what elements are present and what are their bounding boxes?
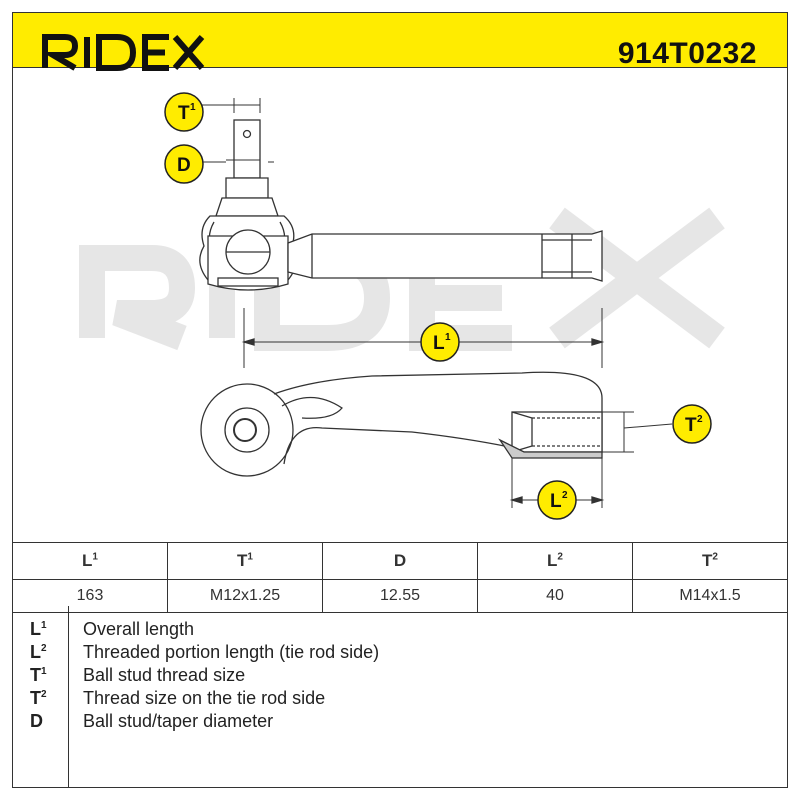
- spec-value-t2: M14x1.5: [632, 579, 788, 613]
- top-view: [192, 98, 603, 291]
- callout-d-letter: D: [177, 155, 191, 176]
- header-bar: 914T0232: [12, 12, 788, 71]
- legend-symbol: D: [30, 711, 43, 731]
- side-view: [200, 308, 673, 508]
- spec-value-row: 163 M12x1.25 12.55 40 M14x1.5: [12, 579, 788, 613]
- spec-header-l1: L1: [12, 542, 168, 580]
- part-number: 914T0232: [617, 37, 757, 70]
- callout-t2-index: 2: [697, 414, 703, 425]
- callout-t1: T 1: [164, 92, 204, 132]
- legend-divider: [68, 606, 70, 788]
- legend-symbol: L2: [30, 642, 47, 662]
- legend-text: Thread size on the tie rod side: [83, 688, 326, 708]
- legend: L1 Overall length L2 Threaded portion le…: [12, 606, 788, 788]
- tie-rod-end-drawing: T 1 D L 1 T 2 L 2: [79, 92, 725, 520]
- legend-text: Overall length: [83, 619, 195, 639]
- legend-item: L1 Overall length: [12, 619, 788, 642]
- callout-d: D: [164, 144, 204, 184]
- callout-l1-letter: L: [433, 333, 445, 354]
- legend-symbol: T2: [30, 688, 47, 708]
- callout-l2: L 2: [537, 480, 577, 520]
- callout-l2-index: 2: [562, 490, 568, 501]
- spec-value-t1: M12x1.25: [167, 579, 323, 613]
- legend-text: Threaded portion length (tie rod side): [83, 642, 380, 662]
- legend-item: T2 Thread size on the tie rod side: [12, 688, 788, 711]
- spec-value-l2: 40: [477, 579, 633, 613]
- legend-text: Ball stud/taper diameter: [83, 711, 274, 731]
- spec-header-row: L1 T1 D L2 T2: [12, 542, 788, 580]
- legend-item: D Ball stud/taper diameter: [12, 711, 788, 734]
- spec-value-d: 12.55: [322, 579, 478, 613]
- callout-t1-letter: T: [178, 103, 190, 124]
- callout-t2-letter: T: [685, 415, 697, 436]
- callout-t1-index: 1: [190, 102, 196, 113]
- ridex-logo: [42, 34, 205, 71]
- spec-table: L1 T1 D L2 T2 163 M12x1.25 12.55 40 M14x…: [12, 542, 788, 613]
- legend-symbol: T1: [30, 665, 47, 685]
- spec-header-d: D: [322, 542, 478, 580]
- callout-l2-letter: L: [550, 491, 562, 512]
- callout-t2: T 2: [672, 404, 712, 444]
- spec-header-t1: T1: [167, 542, 323, 580]
- legend-symbol: L1: [30, 619, 47, 639]
- legend-text: Ball stud thread size: [83, 665, 246, 685]
- legend-item: T1 Ball stud thread size: [12, 665, 788, 688]
- callout-l1-index: 1: [445, 332, 451, 343]
- callout-l1: L 1: [420, 322, 460, 362]
- spec-header-l2: L2: [477, 542, 633, 580]
- legend-item: L2 Threaded portion length (tie rod side…: [12, 642, 788, 665]
- spec-header-t2: T2: [632, 542, 788, 580]
